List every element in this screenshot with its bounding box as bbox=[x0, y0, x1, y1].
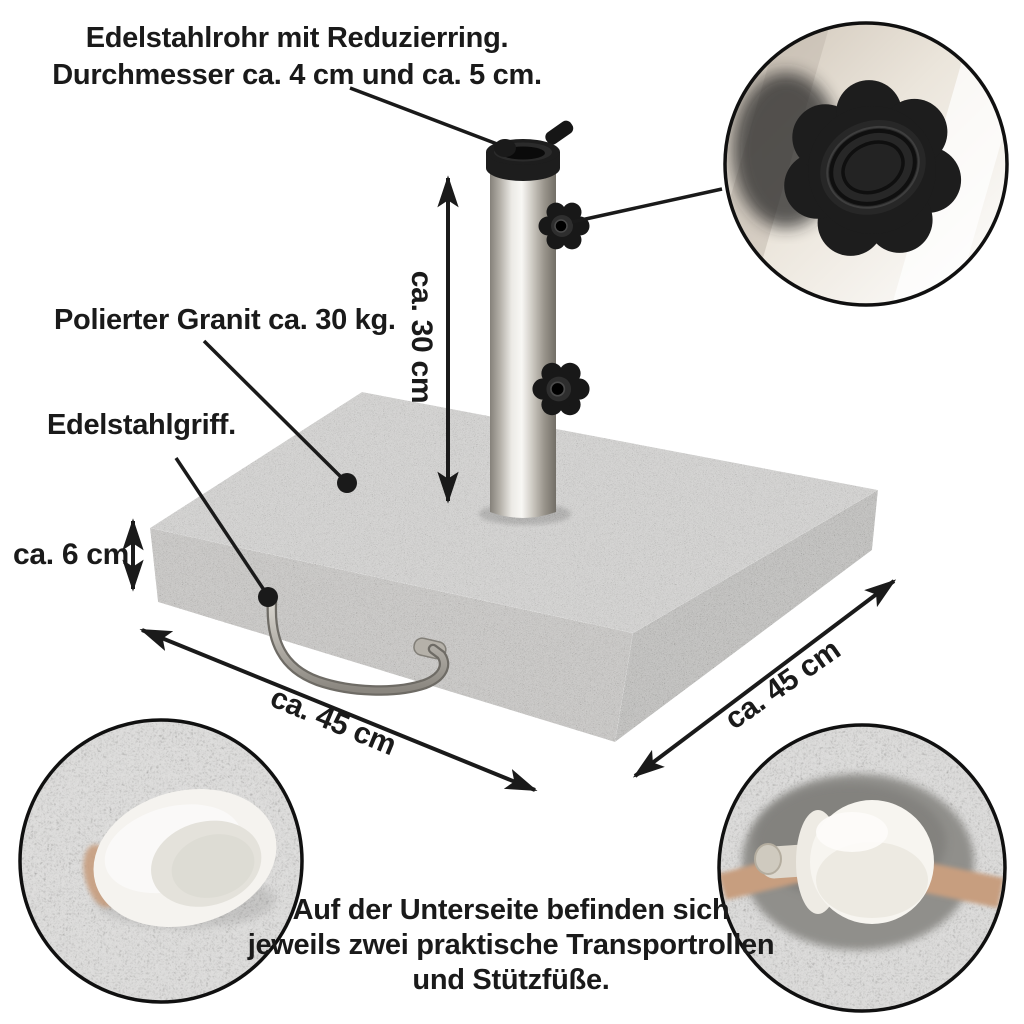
clamp-tab bbox=[545, 120, 574, 145]
inset-ring bbox=[717, 723, 1007, 1013]
dimension-arrow-base-width-left bbox=[139, 628, 538, 792]
dimension-arrow-base-width-right bbox=[632, 579, 897, 778]
callout-dot-tube-mouth bbox=[494, 139, 516, 157]
inset-star-knob-closeup bbox=[723, 21, 1009, 307]
label-underside-note-line3: und Stützfüße. bbox=[412, 964, 610, 996]
callout-lines bbox=[174, 86, 723, 597]
inset-transport-roller-closeup bbox=[717, 723, 1007, 1013]
support-foot-detail bbox=[93, 788, 277, 928]
star-knob-detail bbox=[784, 80, 962, 256]
label-granite-note: Polierter Granit ca. 30 kg. bbox=[54, 304, 396, 336]
callout-tube-note bbox=[349, 86, 506, 149]
label-underside-note: Auf der Unterseite befinden sich jeweils… bbox=[248, 893, 775, 998]
steel-tube bbox=[486, 120, 590, 518]
strap-right bbox=[912, 860, 1004, 908]
label-underside-note-line1: Auf der Unterseite befinden sich bbox=[292, 894, 730, 926]
callout-granite-note bbox=[202, 339, 349, 485]
transport-roller-detail bbox=[754, 800, 934, 924]
callout-handle-note bbox=[174, 457, 270, 597]
reducer-ring bbox=[486, 120, 574, 181]
inset-support-foot-closeup bbox=[18, 718, 304, 1004]
label-tube-note: Edelstahlrohr mit Reduzierring. Durchmes… bbox=[52, 20, 542, 94]
label-tube-note-line1: Edelstahlrohr mit Reduzierring. bbox=[85, 22, 509, 54]
inset-ring bbox=[18, 718, 304, 1004]
callout-dot-handle bbox=[258, 587, 278, 607]
label-dimension-base-thickness: ca. 6 cm bbox=[12, 538, 130, 571]
callout-dots bbox=[258, 139, 516, 607]
label-handle-note: Edelstahlgriff. bbox=[47, 409, 236, 441]
label-tube-note-line2: Durchmesser ca. 4 cm und ca. 5 cm. bbox=[52, 59, 542, 91]
inset-ring bbox=[723, 21, 1009, 307]
label-dimension-tube-height: ca. 30 cm bbox=[405, 270, 438, 404]
callout-knob-to-inset bbox=[571, 187, 723, 224]
callout-dot-granite bbox=[337, 473, 357, 493]
star-knob-lower bbox=[532, 362, 590, 416]
label-underside-note-line2: jeweils zwei praktische Transportrollen bbox=[247, 929, 775, 961]
star-knob-upper bbox=[538, 202, 590, 250]
dimension-arrows bbox=[122, 175, 897, 792]
